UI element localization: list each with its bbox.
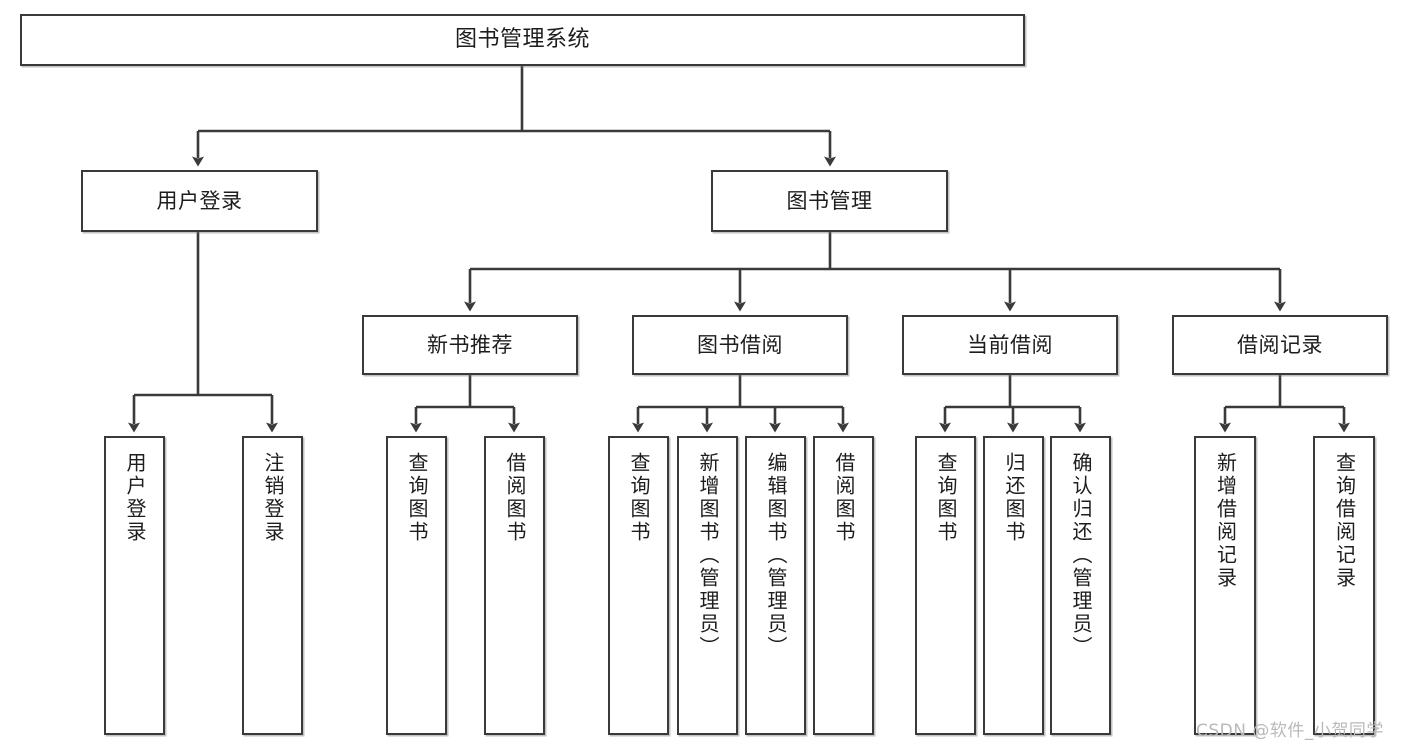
node-label: 新增借阅记录 (1213, 452, 1238, 590)
node-label: 新书推荐 (427, 332, 513, 357)
leaf-edit-book-admin[interactable]: 编辑图书（管理员） (745, 436, 806, 735)
node-label: 注销登录 (261, 452, 285, 544)
leaf-borrow-book-recommend[interactable]: 借阅图书 (484, 436, 545, 735)
node-current-borrow[interactable]: 当前借阅 (902, 315, 1118, 375)
leaf-add-borrow-record[interactable]: 新增借阅记录 (1194, 436, 1256, 735)
node-label: 查询借阅记录 (1332, 452, 1357, 590)
node-label: 编辑图书（管理员） (764, 452, 788, 659)
node-label: 查询图书 (934, 452, 958, 544)
node-label: 当前借阅 (967, 332, 1053, 357)
leaf-user-login[interactable]: 用户登录 (104, 436, 165, 735)
node-label: 图书借阅 (697, 332, 783, 357)
node-label: 借阅记录 (1237, 332, 1323, 357)
leaf-logout[interactable]: 注销登录 (242, 436, 303, 735)
node-new-book-recommend[interactable]: 新书推荐 (362, 315, 578, 375)
node-label: 新增图书（管理员） (696, 452, 720, 659)
node-borrow-record[interactable]: 借阅记录 (1172, 315, 1388, 375)
node-label: 查询图书 (627, 452, 651, 544)
leaf-return-book[interactable]: 归还图书 (983, 436, 1044, 735)
node-label: 用户登录 (156, 188, 243, 213)
leaf-borrow-book[interactable]: 借阅图书 (813, 436, 874, 735)
leaf-confirm-return-admin[interactable]: 确认归还（管理员） (1050, 436, 1111, 735)
leaf-query-book-recommend[interactable]: 查询图书 (386, 436, 447, 735)
node-book-borrow[interactable]: 图书借阅 (632, 315, 848, 375)
csdn-watermark: CSDN @软件_小贺同学 (1196, 721, 1384, 741)
leaf-query-book-borrow[interactable]: 查询图书 (608, 436, 669, 735)
node-label: 归还图书 (1002, 452, 1026, 544)
node-label: 用户登录 (123, 452, 147, 544)
node-label: 借阅图书 (832, 452, 856, 544)
leaf-query-book-current[interactable]: 查询图书 (915, 436, 976, 735)
node-label: 图书管理 (786, 188, 873, 213)
node-label: 查询图书 (405, 452, 429, 544)
node-book-management[interactable]: 图书管理 (711, 170, 948, 232)
node-label: 借阅图书 (503, 452, 527, 544)
node-label: 确认归还（管理员） (1069, 452, 1093, 659)
node-root-system[interactable]: 图书管理系统 (20, 14, 1025, 66)
node-user-login[interactable]: 用户登录 (81, 170, 318, 232)
leaf-add-book-admin[interactable]: 新增图书（管理员） (677, 436, 738, 735)
leaf-query-borrow-record[interactable]: 查询借阅记录 (1313, 436, 1375, 735)
node-label: 图书管理系统 (454, 27, 590, 53)
